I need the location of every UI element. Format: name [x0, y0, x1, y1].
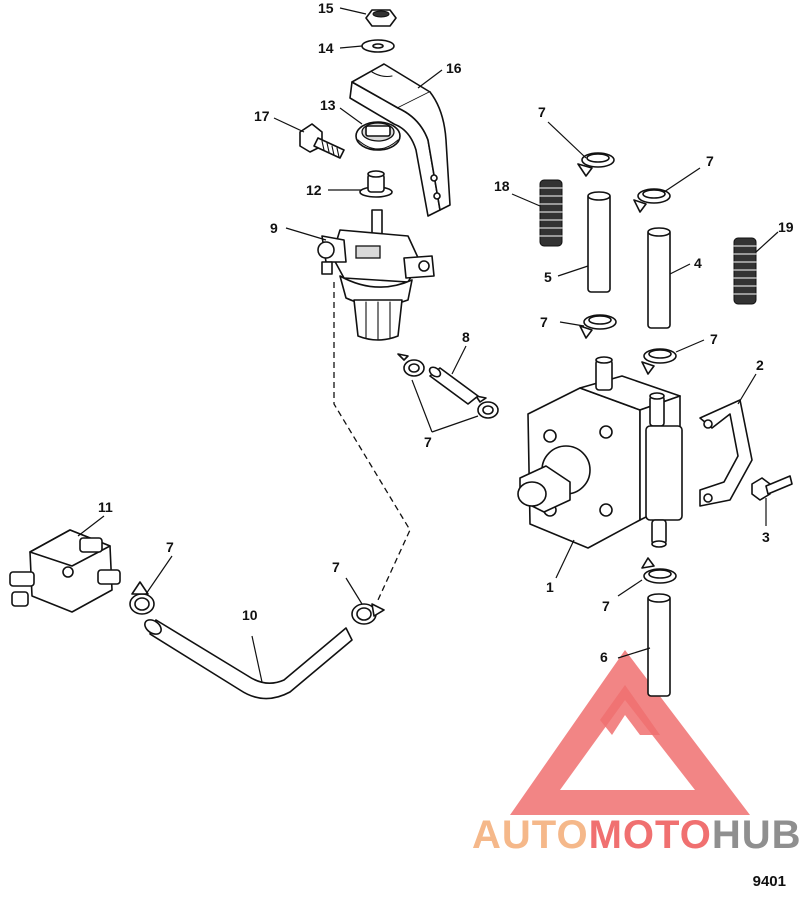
callout-7-lower: 7 — [602, 598, 610, 614]
callout-17: 17 — [254, 108, 270, 124]
part-nut-15 — [365, 9, 397, 27]
callout-1: 1 — [546, 579, 554, 595]
part-hose-4 — [647, 227, 671, 329]
watermark-logo: AUTOMOTOHUB — [472, 650, 800, 857]
callout-7-left-pair: 7 — [424, 434, 432, 450]
watermark-part-auto: AUTO — [472, 813, 589, 857]
part-clamp-7-d — [641, 348, 677, 375]
part-washer-14 — [361, 39, 395, 53]
part-clamp-7-h — [129, 581, 155, 615]
callout-15: 15 — [318, 0, 334, 16]
callout-7-top-right: 7 — [706, 153, 714, 169]
part-tube-8 — [428, 366, 479, 405]
part-hose-10 — [144, 619, 353, 700]
callout-8: 8 — [462, 329, 470, 345]
callout-14: 14 — [318, 40, 334, 56]
callout-11: 11 — [98, 499, 113, 515]
figure-number: 9401 — [752, 873, 786, 890]
part-fuel-pump-1 — [517, 356, 683, 549]
callout-3: 3 — [762, 529, 770, 545]
part-bolt-17 — [299, 123, 345, 159]
part-bolt-3 — [751, 475, 793, 501]
callout-5: 5 — [544, 269, 552, 285]
part-fitting-12 — [359, 170, 393, 198]
part-spring-18 — [539, 179, 563, 247]
callout-7-mid-right: 7 — [710, 331, 718, 347]
part-clamp-7-b — [633, 188, 671, 213]
part-fuel-filter-9 — [317, 209, 435, 341]
part-clamp-7-i — [351, 603, 385, 625]
part-hose-5 — [587, 191, 611, 293]
watermark-part-moto: MOTO — [589, 813, 712, 857]
watermark-triangle — [510, 650, 750, 815]
callout-2: 2 — [756, 357, 764, 373]
part-clamp-7-c — [579, 314, 617, 339]
part-bracket-16 — [349, 63, 451, 217]
callout-6: 6 — [600, 649, 608, 665]
callout-numbers: 15 14 16 13 17 12 9 7 7 18 19 5 4 7 7 8 … — [98, 0, 794, 665]
callout-7-mid: 7 — [540, 314, 548, 330]
watermark-part-hub: HUB — [712, 813, 800, 857]
callout-9: 9 — [270, 220, 278, 236]
part-bracket-2 — [699, 399, 753, 507]
watermark-wordmark: AUTOMOTOHUB — [472, 813, 800, 857]
callout-13: 13 — [320, 97, 336, 113]
callout-7-hose-right: 7 — [332, 559, 340, 575]
callout-18: 18 — [494, 178, 510, 194]
watermark-inner-mark — [600, 685, 660, 735]
callout-4: 4 — [694, 255, 702, 271]
callout-19: 19 — [778, 219, 794, 235]
part-clamp-7-a — [577, 152, 615, 177]
callout-16: 16 — [446, 60, 462, 76]
part-clamp-7-g — [641, 557, 677, 584]
callout-12: 12 — [306, 182, 322, 198]
leader-lines — [77, 7, 779, 683]
callout-10: 10 — [242, 607, 258, 623]
part-clamp-7-e — [397, 353, 425, 377]
hose-route-dashed — [333, 282, 411, 601]
part-hose-6 — [647, 593, 671, 697]
part-clamp-7-f — [475, 395, 499, 419]
callout-7-top: 7 — [538, 104, 546, 120]
callout-7-hose-left: 7 — [166, 539, 174, 555]
part-fitting-11 — [9, 529, 121, 613]
part-grommet-13 — [355, 121, 401, 151]
part-spring-19 — [733, 237, 757, 305]
